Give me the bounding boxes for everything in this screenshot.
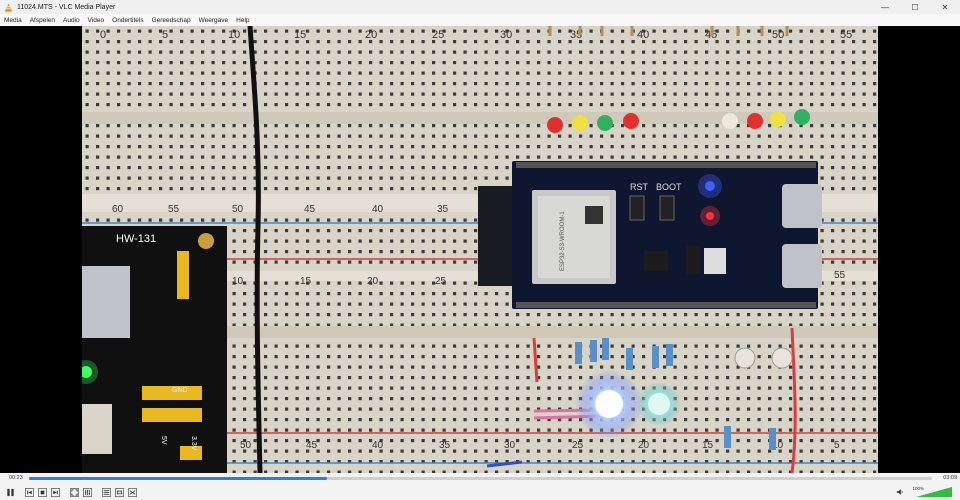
loop-button[interactable] [114,487,125,498]
total-time: 03:09 [943,475,957,481]
volume-level [916,487,952,497]
menu-media[interactable]: Media [4,16,22,24]
col-label: 25 [435,276,447,287]
loop-icon [115,487,124,497]
menu-afspelen[interactable]: Afspelen [29,16,56,24]
menu-bar: Media Afspelen Audio Video Ondertitels G… [0,14,960,26]
speaker-icon[interactable] [896,488,904,496]
menu-gereedschap[interactable]: Gereedschap [151,16,191,24]
row2-number-row: 10 15 20 25 [232,276,447,287]
col-label: 50 [240,440,252,451]
window-controls: — ☐ ✕ [870,0,960,14]
led-row-top [547,109,810,133]
jumper-wire [247,26,263,473]
equalizer-icon [83,487,92,497]
top-number-row: 0 5 10 15 20 25 30 35 40 45 50 55 [100,29,852,41]
playlist-icon [102,487,111,497]
col-label: 30 [504,440,516,451]
shuffle-icon [128,487,137,497]
minimize-button[interactable]: — [881,2,889,12]
previous-button[interactable] [24,487,35,498]
col-label: 5 [162,29,168,41]
col-label: 55 [834,270,846,281]
seek-bar[interactable] [29,477,932,480]
pause-icon [7,488,14,496]
col-label: 15 [300,276,312,287]
video-frame: 0 5 10 15 20 25 30 35 40 45 50 55 60 55 … [82,26,878,473]
extended-settings-button[interactable] [82,487,93,498]
playback-controls [0,484,960,500]
resistors-middle [575,338,776,450]
col-label: 35 [437,204,449,215]
col-label: 30 [500,29,512,41]
power-module: HW-131 GND 5V 3.3V [82,226,227,473]
bottom-number-row: 50 45 40 35 30 25 20 15 10 5 [240,440,840,451]
top-components [548,26,789,36]
col-label: 10 [228,29,240,41]
col-label: 10 [232,276,244,287]
col-label: 20 [367,276,379,287]
chip-label: ESP32-S3-WROOM-1 [560,211,566,271]
menu-ondertitels[interactable]: Ondertitels [112,16,144,24]
seek-progress [29,477,327,480]
maximize-button[interactable]: ☐ [911,2,919,12]
title-bar: 11024.MTS - VLC Media Player — ☐ ✕ [0,0,960,14]
close-button[interactable]: ✕ [941,2,949,12]
esp32-board: ESP32-S3-WROOM-1 RST BOOT [478,161,822,309]
volume-percent: 100% [912,486,924,491]
col-label: 10 [772,440,784,451]
col-label: 50 [772,29,784,41]
col-label: 50 [232,204,244,215]
col-label: 15 [294,29,306,41]
col-label: 40 [372,440,384,451]
col-label: 25 [572,440,584,451]
elapsed-time: 00:23 [9,475,23,481]
col-label: 45 [304,204,316,215]
playlist-button[interactable] [101,487,112,498]
skip-next-icon [51,487,60,497]
col-label: 20 [638,440,650,451]
next-button[interactable] [50,487,61,498]
skip-previous-icon [25,487,34,497]
col-label: 0 [100,29,106,41]
seek-row: 00:23 03:09 [0,473,960,484]
menu-weergave[interactable]: Weergave [198,16,229,24]
v3-label: 3.3V [190,436,197,451]
col-label: 25 [432,29,444,41]
pause-button[interactable] [5,487,16,498]
col-label: 45 [306,440,318,451]
menu-help[interactable]: Help [236,16,250,24]
col-label: 55 [168,204,180,215]
fullscreen-icon [70,487,79,497]
gnd-label: GND [172,387,188,394]
hw131-label: HW-131 [116,233,156,245]
stop-icon [38,487,47,497]
col-label: 15 [702,440,714,451]
volume-slider[interactable] [916,487,952,497]
boot-label: BOOT [656,182,682,192]
menu-audio[interactable]: Audio [63,16,80,24]
video-area[interactable]: 0 5 10 15 20 25 30 35 40 45 50 55 60 55 … [0,26,960,473]
col-label: 60 [112,204,124,215]
col-label: 40 [372,204,384,215]
col-label: 20 [365,29,377,41]
shuffle-button[interactable] [127,487,138,498]
vlc-cone-icon [4,2,13,12]
v5-label: 5V [160,436,167,445]
stop-button[interactable] [37,487,48,498]
col-label: 55 [840,29,852,41]
fullscreen-button[interactable] [69,487,80,498]
rst-label: RST [630,182,649,192]
window-title: 11024.MTS - VLC Media Player [17,3,116,11]
col-label: 40 [637,29,649,41]
col-label: 35 [439,440,451,451]
volume-control[interactable]: 100% [896,486,952,497]
col-label: 5 [834,440,840,451]
menu-video[interactable]: Video [87,16,105,24]
